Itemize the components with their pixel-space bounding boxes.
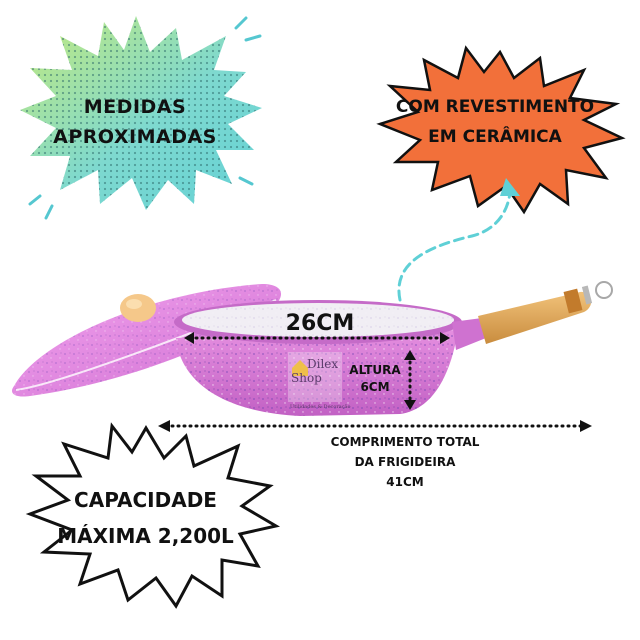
length-label-line3: 41CM <box>386 475 424 489</box>
badge-medidas: MEDIDAS APROXIMADAS <box>40 92 230 152</box>
badge-medidas-line1: MEDIDAS <box>83 96 187 118</box>
badge-capacidade: CAPACIDADE MÁXIMA 2,200L <box>28 482 263 554</box>
ceramic-arrow <box>397 178 520 302</box>
diameter-dimension-line <box>184 332 450 344</box>
length-label-line2: DA FRIGIDEIRA <box>354 455 456 469</box>
badge-ceramica-line2: EM CERÂMICA <box>428 127 562 147</box>
burst-medidas <box>20 16 262 220</box>
burst-capacidade <box>25 422 281 609</box>
length-label: COMPRIMENTO TOTAL DA FRIGIDEIRA 41CM <box>300 432 510 492</box>
badge-ceramica: COM REVESTIMENTO EM CERÂMICA <box>380 92 610 152</box>
pan-body <box>174 281 613 416</box>
badge-medidas-line2: APROXIMADAS <box>53 126 217 148</box>
logo-name-line1: Dilex <box>307 357 339 371</box>
logo-badge <box>288 352 342 402</box>
badge-capacidade-line1: CAPACIDADE <box>74 488 217 512</box>
length-dimension-line <box>158 420 592 432</box>
badge-capacidade-line2: MÁXIMA 2,200L <box>57 524 234 548</box>
height-dimension-line <box>404 350 416 410</box>
height-label: ALTURA 6CM <box>340 362 410 396</box>
logo-name-line2: Shop <box>291 371 322 385</box>
logo-name: Dilex Shop <box>291 357 338 385</box>
height-label-line2: 6CM <box>360 380 390 394</box>
length-label-line1: COMPRIMENTO TOTAL <box>330 435 480 449</box>
badge-ceramica-line1: COM REVESTIMENTO <box>395 97 595 117</box>
height-label-line1: ALTURA <box>349 363 401 377</box>
logo-tagline: Utilidades & Decoração <box>290 404 351 410</box>
diameter-label: 26CM <box>285 311 355 336</box>
